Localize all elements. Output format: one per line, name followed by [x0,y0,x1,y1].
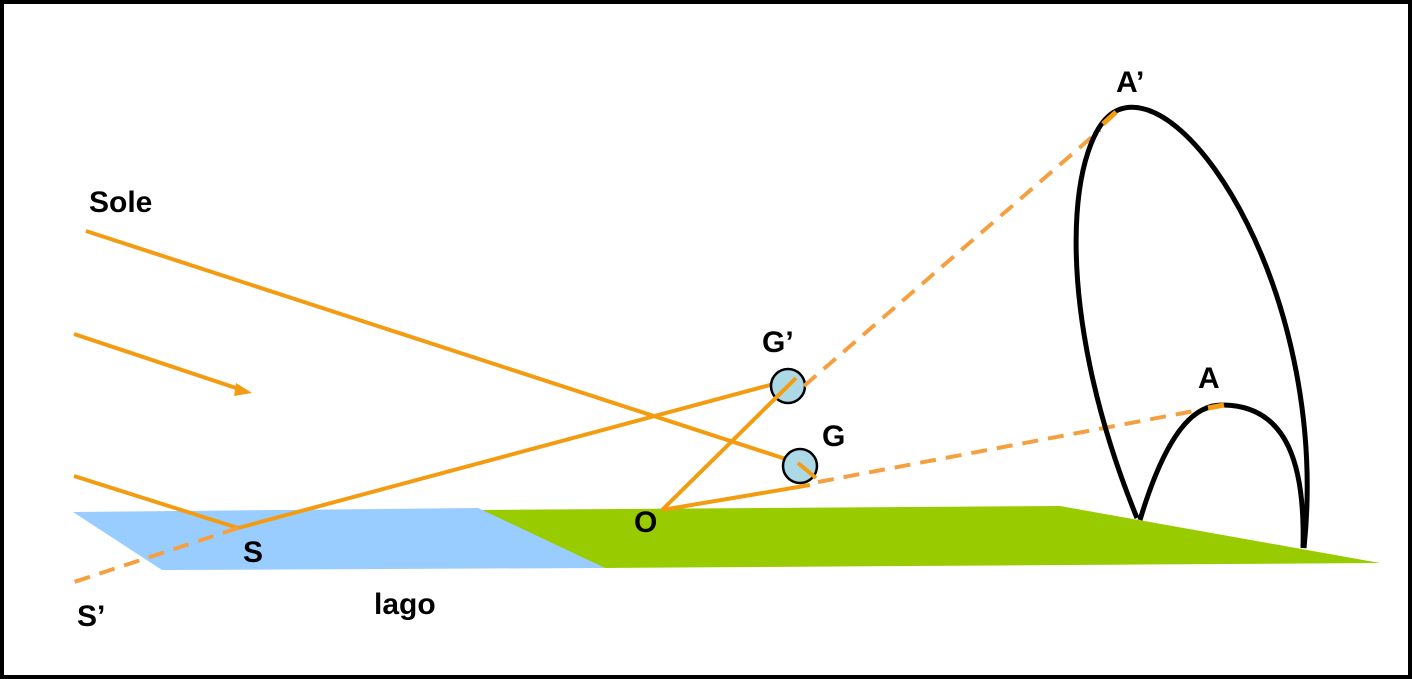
label-virtual-sun: S’ [77,600,105,633]
sight-line-to-secondary-arc [802,128,1102,388]
secondary-rainbow-arc [1073,104,1310,549]
label-sun: Sole [89,186,152,219]
ground-plane [478,506,1380,568]
label-primary-drop: G [822,420,845,453]
sun-ray-to-primary-drop [85,229,799,465]
primary-arc-highlight [1207,402,1225,411]
label-secondary-arc: A’ [1116,66,1144,99]
secondary-arc-highlight [1101,110,1118,126]
ray-inside-primary-drop [796,461,818,480]
sun-ray-to-lake [73,474,239,530]
label-observer: O [634,506,657,539]
virtual-ray-extension [73,526,239,584]
label-secondary-drop: G’ [762,326,794,359]
sight-line-to-primary-arc [817,406,1211,484]
label-lake: lago [374,588,436,621]
lake-surface [73,508,605,570]
sun-direction-arrow [73,332,246,393]
label-reflection-point: S [243,536,263,569]
ray-primary-to-observer [661,483,811,512]
ray-secondary-to-observer [660,376,798,512]
reflected-ray-to-secondary-drop [237,376,797,530]
label-primary-arc: A [1198,362,1220,395]
sun-direction-arrowhead [234,383,252,396]
